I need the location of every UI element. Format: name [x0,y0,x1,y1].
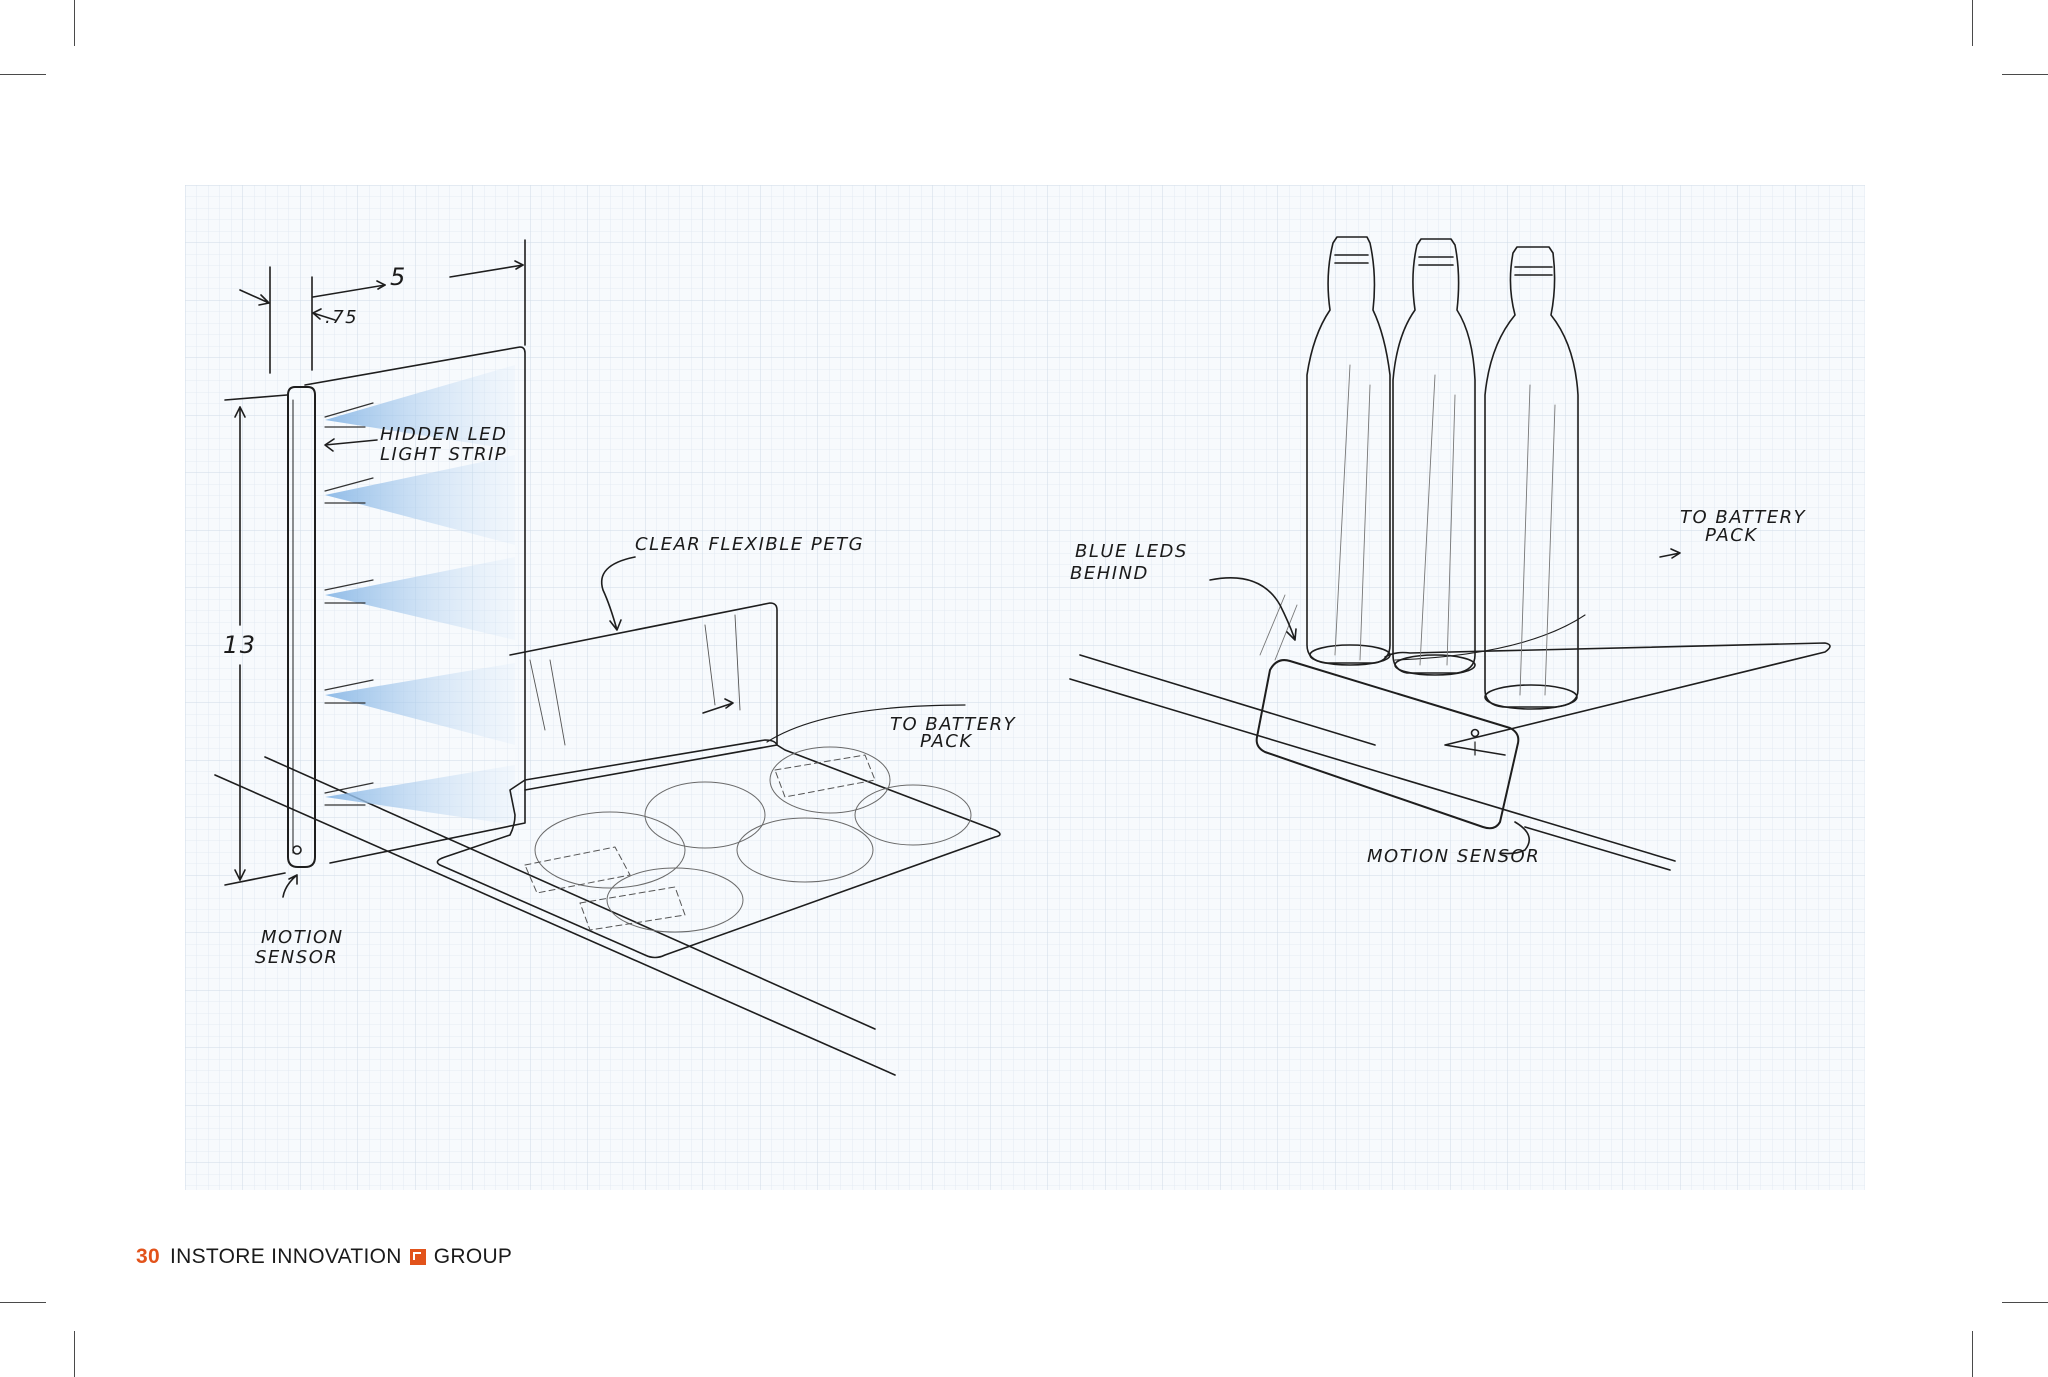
motion-sensor-left-label-2: SENSOR [255,947,338,968]
crop-mark-top-right [1972,0,1974,46]
dimension-height-label: 13 [223,631,257,659]
clear-petg-label: CLEAR FLEXIBLE PETG [635,534,864,555]
dimension-depth-label: .75 [325,307,358,328]
crop-mark-top-left [74,0,76,46]
blue-leds-label-2: BEHIND [1070,563,1149,584]
hidden-led-label-1: HIDDEN LED [380,424,507,445]
bottle-sketch-1 [1306,236,1391,666]
crop-mark-bottom-left [74,1331,76,1377]
concept-sketch-svg: 5 .75 13 HIDDEN LED LIGHT STRIP CLEAR FL… [185,185,1865,1190]
crop-mark-top-left-h [0,74,46,76]
dimension-width-label: 5 [390,263,407,291]
battery-pack-right-label-1: TO BATTERY [1680,507,1807,528]
hidden-led-label-2: LIGHT STRIP [380,444,507,465]
right-display-sketch [1069,236,1831,871]
bottle-sketch-2 [1392,238,1476,676]
motion-sensor-right-label: MOTION SENSOR [1367,846,1540,867]
left-display-sketch [214,239,1001,1076]
motion-sensor-left-label-1: MOTION [261,927,344,948]
crop-mark-bottom-left-h [0,1302,46,1304]
blue-leds-label-1: BLUE LEDS [1075,541,1188,562]
orange-square-logo-icon [409,1249,426,1265]
battery-pack-right-label-2: PACK [1705,525,1758,546]
crop-mark-top-right-h [2002,74,2048,76]
concept-sketch-sheet: 5 .75 13 HIDDEN LED LIGHT STRIP CLEAR FL… [185,185,1865,1190]
brand-name-last: GROUP [433,1245,513,1268]
bottle-sketch-3 [1484,246,1579,710]
brand-name-first: INSTORE INNOVATION [169,1245,402,1268]
led-light-beams [325,365,515,825]
crop-mark-bottom-right-h [2002,1302,2048,1304]
page-number: 30 [136,1245,160,1268]
crop-mark-bottom-right [1972,1331,1974,1377]
battery-pack-left-label-2: PACK [920,731,973,752]
battery-pack-left-label-1: TO BATTERY [890,714,1017,735]
page-footer: 30 INSTORE INNOVATION GROUP [136,1245,512,1269]
